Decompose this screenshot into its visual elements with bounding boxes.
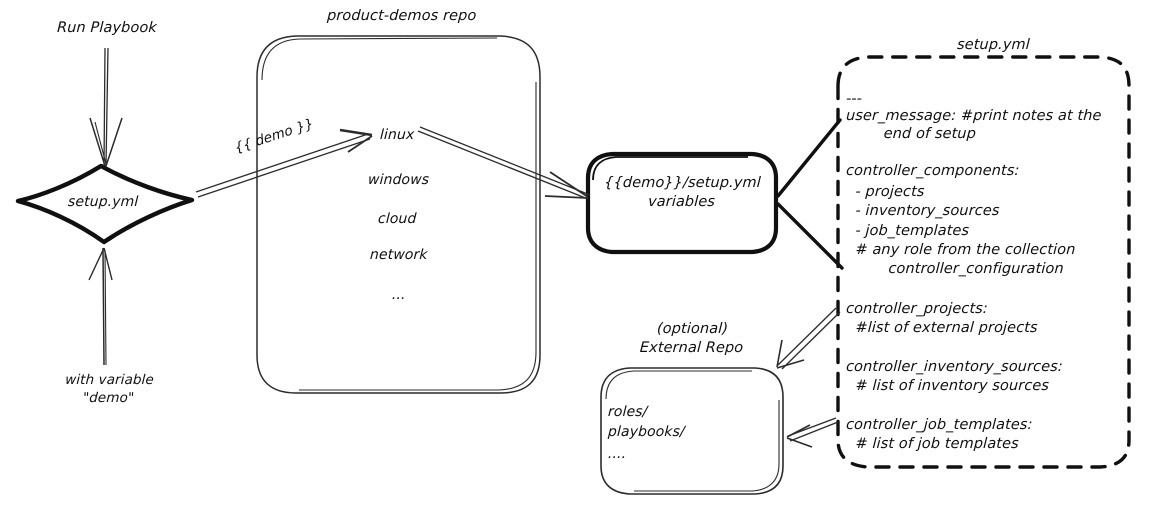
setup-yml-panel-line-2: end of setup [845,126,977,142]
setup-yml-panel-title: setup.yml [956,37,1031,53]
repo-item-linux: linux [379,127,415,143]
demo-setup-variables-box-shape [585,151,779,255]
external-repo-item-playbooks: playbooks/ [607,424,686,440]
repo-item-network: network [369,247,428,263]
setup-yml-panel-line-14: controller_inventory_sources: [845,359,1064,375]
external-repo-item-ellipsis: .... [607,446,627,462]
setup-yml-panel-line-7: - job_templates [845,223,970,239]
setup-yml-panel-line-12: #list of external projects [845,320,1039,336]
arrow-linux-to-vars [417,126,591,200]
setup-yml-panel-line-17: controller_job_templates: [845,417,1033,433]
arrow-with-variable-to-setup [88,247,113,366]
arrow-panel-to-external-repo-upper [776,307,841,370]
setup-yml-panel-line-9: controller_configuration [845,261,1065,277]
run-playbook-label: Run Playbook [56,20,158,36]
repo-item-windows: windows [367,172,430,188]
arrow-vars-to-panel-top [776,118,842,198]
product-demos-repo-title: product-demos repo [326,8,477,24]
setup-yml-panel-line-4: controller_components: [845,163,1020,179]
setup-yml-panel-line-8: # any role from the collection [845,242,1076,258]
external-repo-box-shape [600,367,784,495]
arrow-panel-to-external-repo-lower [786,417,839,448]
setup-yml-panel-line-1: user_message: #print notes at the [845,108,1102,124]
product-demos-repo-box-shape [256,35,541,394]
demo-setup-variables-label: {{demo}}/setup.yml variables [603,175,762,211]
setup-yml-diamond-label: setup.yml [67,194,139,210]
setup-yml-panel-line-5: - projects [845,184,925,200]
setup-yml-panel-shape [836,55,1131,469]
setup-yml-panel-line-18: # list of job templates [845,436,1020,452]
arrow-vars-to-panel-bottom [776,202,844,270]
setup-yml-panel-line-6: - inventory_sources [845,203,1000,219]
setup-yml-panel-line-15: # list of inventory sources [845,378,1050,394]
setup-yml-diamond-shape [15,163,195,245]
with-variable-label: with variable "demo" [64,372,155,406]
repo-item-ellipsis: ... [391,287,407,303]
external-repo-item-roles: roles/ [607,404,648,420]
external-repo-title: (optional) External Repo [639,321,744,357]
setup-yml-panel-line-11: controller_projects: [845,301,989,317]
repo-item-cloud: cloud [377,211,417,227]
arrow-run-playbook-to-setup [89,47,123,167]
arrow-setup-to-linux [195,128,373,198]
